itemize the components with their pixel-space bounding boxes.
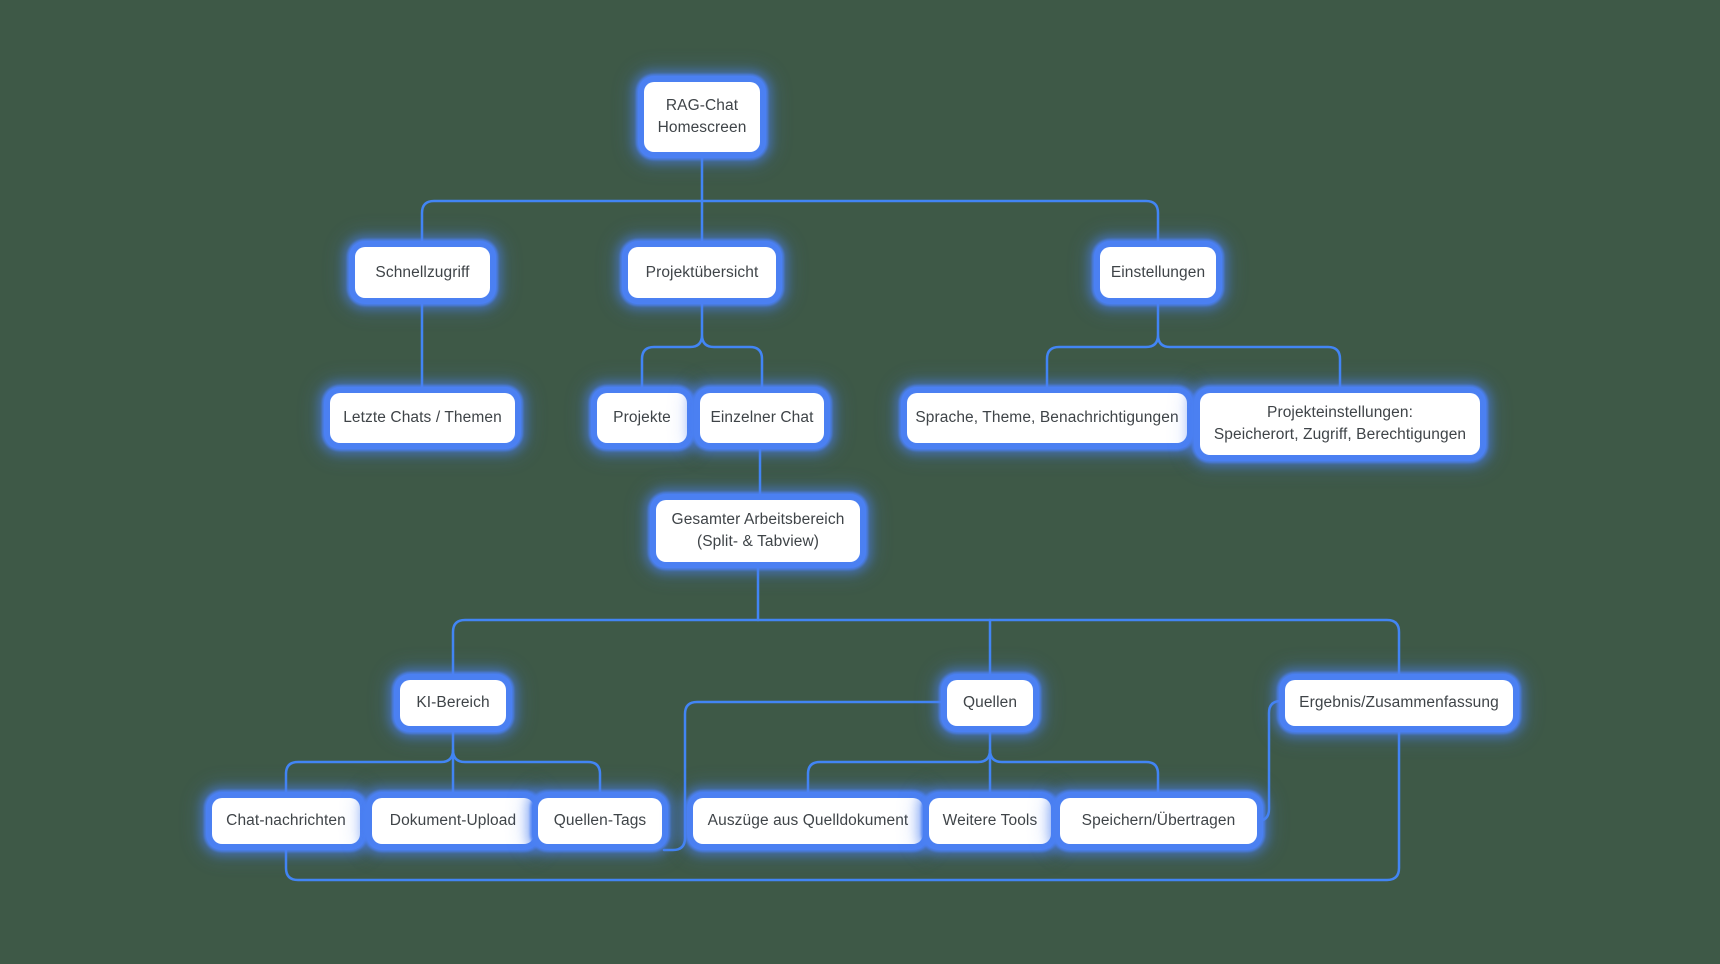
node-projektuebersicht[interactable]: Projektübersicht <box>628 247 776 298</box>
node-speichern-uebertragen[interactable]: Speichern/Übertragen <box>1060 798 1257 844</box>
node-chat-nachrichten[interactable]: Chat-nachrichten <box>212 798 360 844</box>
node-label: Auszüge aus Quelldokument <box>707 812 909 830</box>
node-label: RAG-Chat <box>665 97 739 115</box>
connector-quellen-fork <box>806 748 1160 800</box>
node-label: Weitere Tools <box>942 812 1038 830</box>
node-gesamter-arbeitsbereich[interactable]: Gesamter Arbeitsbereich (Split- & Tabvie… <box>656 500 860 562</box>
node-label: Sprache, Theme, Benachrichtigungen <box>915 409 1179 427</box>
node-sprache-theme-benachrichtigungen[interactable]: Sprache, Theme, Benachrichtigungen <box>907 393 1187 443</box>
node-label: Projekteinstellungen: <box>1267 404 1413 422</box>
node-label: Dokument-Upload <box>389 812 517 830</box>
connector-einstellungen-fork <box>1045 296 1342 395</box>
node-label: Projekte <box>613 409 671 427</box>
node-label: Homescreen <box>657 119 747 136</box>
node-label: KI-Bereich <box>416 694 490 712</box>
connector-level1-bus <box>420 199 1160 249</box>
node-label: Letzte Chats / Themen <box>343 409 502 427</box>
node-quellen[interactable]: Quellen <box>947 680 1033 726</box>
node-label: Gesamter Arbeitsbereich <box>671 511 845 529</box>
connector-ki-fork <box>284 748 602 800</box>
node-einstellungen[interactable]: Einstellungen <box>1100 247 1216 298</box>
node-auszuege-quelldokument[interactable]: Auszüge aus Quelldokument <box>693 798 923 844</box>
node-label: Speichern/Übertragen <box>1081 812 1236 830</box>
connector-speichern-ergebnis <box>1255 699 1287 823</box>
node-label: Quellen <box>962 694 1018 712</box>
connector-level3-bus <box>451 618 1401 682</box>
node-dokument-upload[interactable]: Dokument-Upload <box>372 798 534 844</box>
node-label: Schnellzugriff <box>375 263 470 281</box>
node-label: Ergebnis/Zusammenfassung <box>1299 694 1499 712</box>
node-quellen-tags[interactable]: Quellen-Tags <box>538 798 662 844</box>
node-ergebnis-zusammenfassung[interactable]: Ergebnis/Zusammenfassung <box>1285 680 1513 726</box>
node-einzelner-chat[interactable]: Einzelner Chat <box>700 393 824 443</box>
node-schnellzugriff[interactable]: Schnellzugriff <box>355 247 490 298</box>
node-weitere-tools[interactable]: Weitere Tools <box>929 798 1051 844</box>
node-projekte[interactable]: Projekte <box>597 393 687 443</box>
node-letzte-chats-themen[interactable]: Letzte Chats / Themen <box>330 393 515 443</box>
connector-quellentags-quellen <box>662 700 949 852</box>
node-label: Einstellungen <box>1110 263 1206 281</box>
node-label: Quellen-Tags <box>553 812 647 830</box>
node-label: Projektübersicht <box>645 263 759 281</box>
node-ki-bereich[interactable]: KI-Bereich <box>400 680 506 726</box>
connector-projektuebersicht-fork <box>640 296 764 395</box>
node-label: Chat-nachrichten <box>226 812 346 830</box>
node-rag-chat-homescreen[interactable]: RAG-Chat Homescreen <box>644 82 760 152</box>
node-label: (Split- & Tabview) <box>696 533 820 550</box>
connector-chatnachrichten-ergebnis <box>284 726 1401 882</box>
node-label: Speicherort, Zugriff, Berechtigungen <box>1213 426 1467 443</box>
node-label: Einzelner Chat <box>710 409 814 427</box>
node-projekteinstellungen[interactable]: Projekteinstellungen: Speicherort, Zugri… <box>1200 393 1480 455</box>
